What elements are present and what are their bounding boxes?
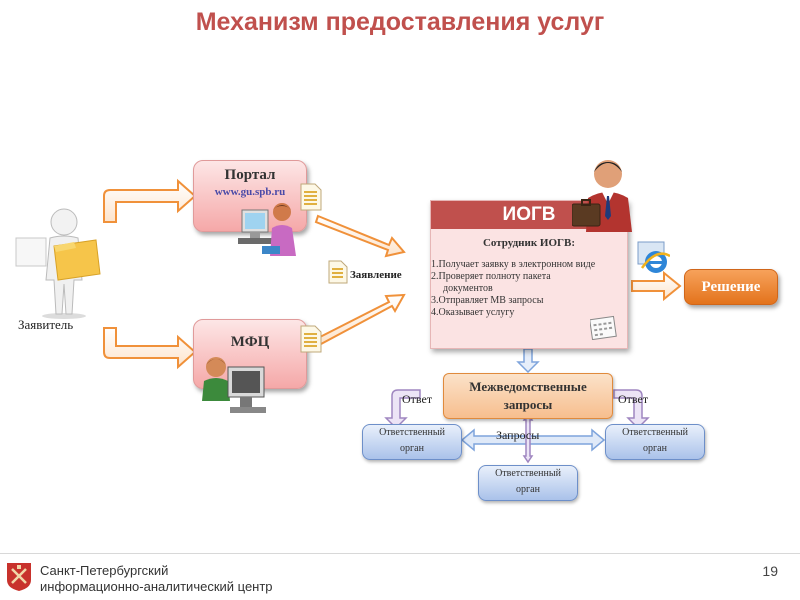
iogv-to-requests-arrow — [516, 348, 540, 374]
responsible-body-line2: орган — [400, 443, 424, 454]
portal-title: Портал — [224, 167, 276, 183]
coat-of-arms-logo-icon — [7, 563, 31, 591]
mfc-title: МФЦ — [230, 334, 270, 350]
interagency-requests-box: Межведомственные запросы — [443, 373, 613, 419]
iogv-subtitle: Сотрудник ИОГВ: — [482, 237, 576, 249]
page-title: Механизм предоставления услуг — [195, 8, 605, 36]
answer-right-label: Ответ — [618, 392, 649, 406]
footer-divider — [0, 553, 800, 554]
applicant-to-portal-arrow — [103, 178, 197, 223]
portal-to-iogv-arrow — [314, 214, 406, 258]
interagency-title-line2: запросы — [503, 397, 553, 412]
portal-url[interactable]: www.gu.spb.ru — [214, 186, 286, 198]
organization-name-line2: информационно-аналитический центр — [40, 579, 273, 594]
responsible-body-line1: Ответственный — [495, 468, 561, 479]
iogv-to-decision-arrow — [631, 270, 682, 302]
iogv-task: 4.Оказывает услугу — [431, 307, 515, 318]
responsible-body-line1: Ответственный — [622, 427, 688, 438]
browser-icon — [637, 241, 670, 273]
responsible-body-bottom: Ответственный орган — [478, 465, 578, 501]
responsible-body-line2: орган — [516, 484, 540, 495]
organization-name: Санкт-Петербургский информационно-аналит… — [40, 563, 273, 595]
decision-box: Решение — [684, 269, 778, 305]
user-at-computer-icon — [238, 203, 296, 256]
applicant-to-mfc-arrow — [103, 327, 197, 370]
responsible-body-right: Ответственный орган — [605, 424, 705, 460]
requests-label: Запросы — [496, 428, 540, 442]
document-icon — [300, 183, 322, 211]
calendar-icon — [590, 315, 617, 340]
applicant-figure-icon — [15, 208, 101, 319]
iogv-task: документов — [443, 283, 493, 294]
businessman-icon — [572, 160, 632, 232]
application-document-icon — [328, 260, 348, 284]
answer-left-arrow — [384, 389, 421, 430]
applicant-label: Заявитель — [18, 317, 74, 332]
requests-double-arrow — [460, 428, 606, 452]
iogv-task-list: 1.Получает заявку в электронном виде 2.П… — [431, 259, 627, 319]
responsible-body-line2: орган — [643, 443, 667, 454]
document-icon — [300, 325, 322, 353]
mfc-to-iogv-arrow — [316, 293, 406, 346]
iogv-task: 3.Отправляет МВ запросы — [431, 295, 544, 306]
iogv-task: 1.Получает заявку в электронном виде — [431, 259, 596, 270]
page-number: 19 — [762, 563, 778, 579]
answer-right-arrow — [613, 389, 650, 430]
application-label: Заявление — [350, 269, 402, 281]
responsible-body-line1: Ответственный — [379, 427, 445, 438]
answer-left-label: Ответ — [402, 392, 433, 406]
iogv-task: 2.Проверяет полноту пакета — [431, 271, 551, 282]
interagency-title-line1: Межведомственные — [469, 379, 587, 394]
operator-at-computer-icon — [202, 357, 266, 413]
responsible-body-left: Ответственный орган — [362, 424, 462, 460]
organization-name-line1: Санкт-Петербургский — [40, 563, 169, 578]
